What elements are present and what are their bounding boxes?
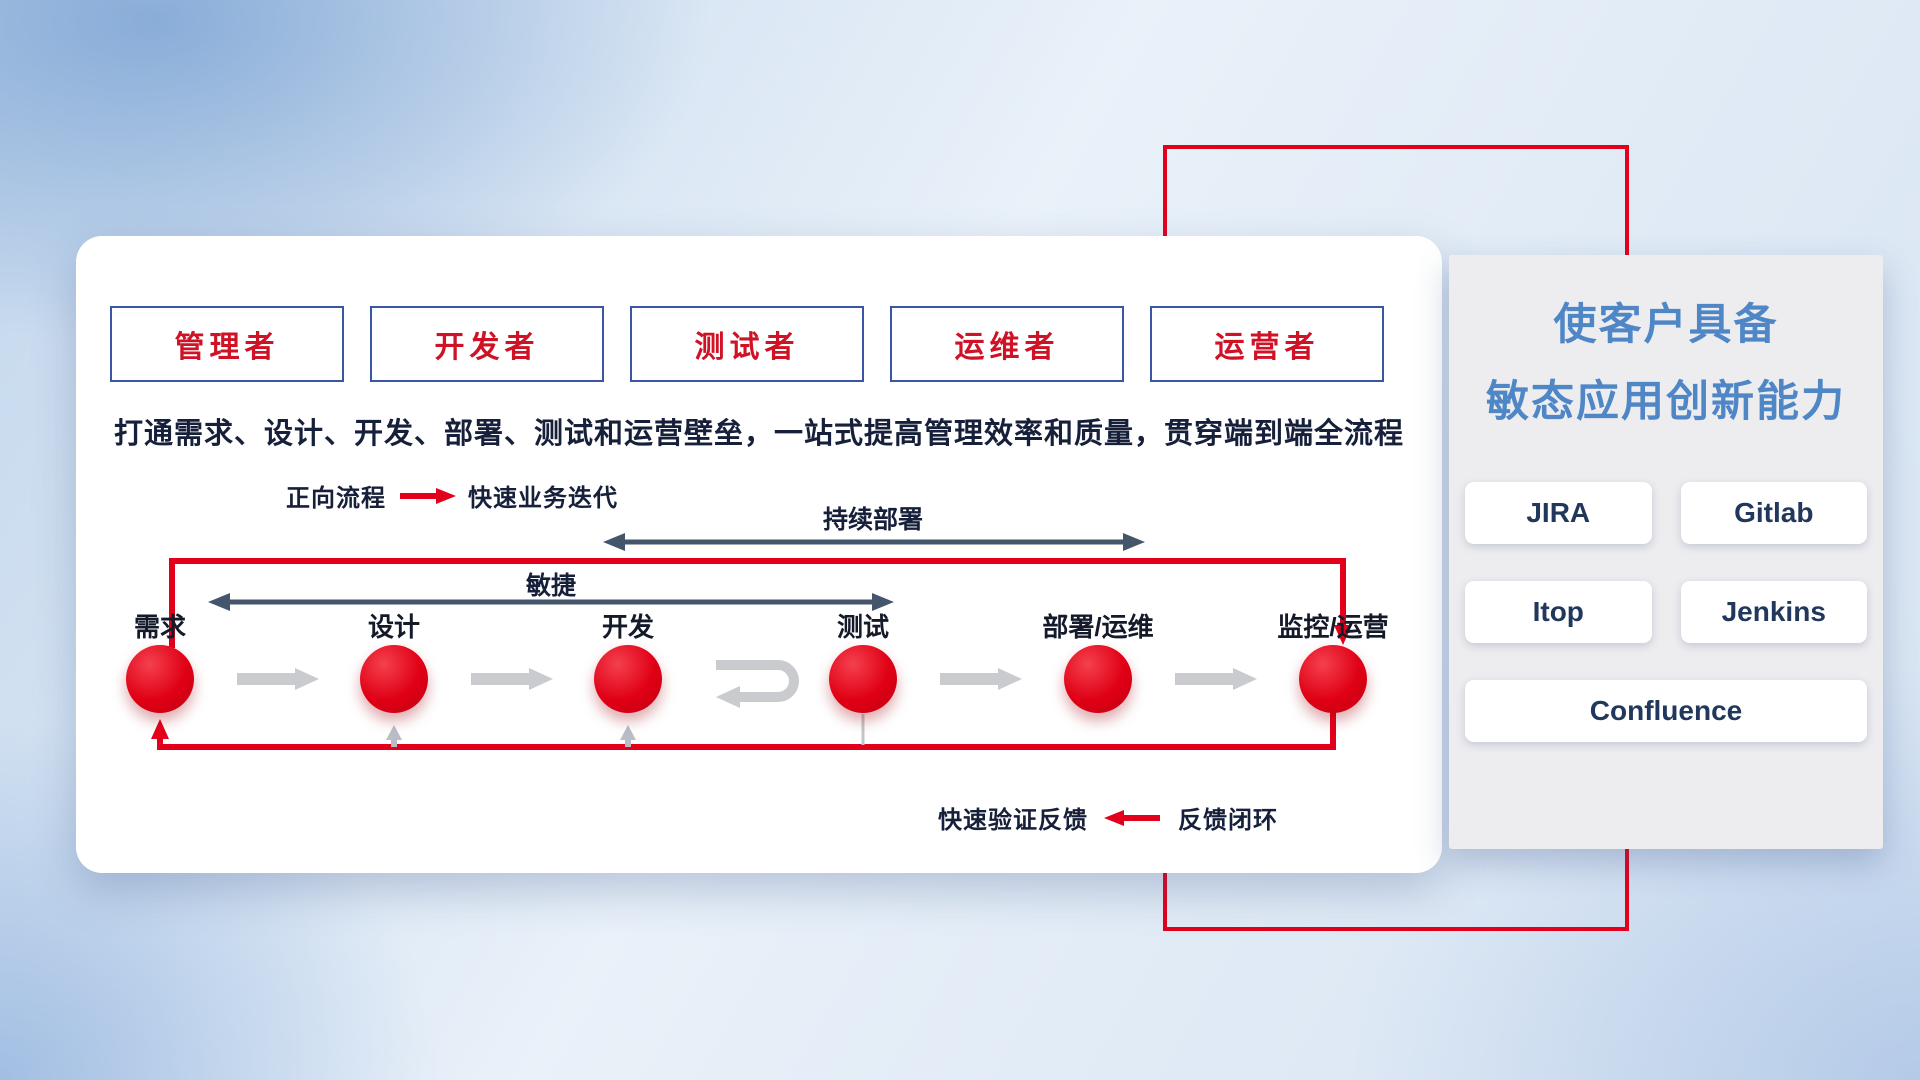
flow-diagram-lines <box>151 533 1352 750</box>
flow-step-label-develop: 开发 <box>601 612 654 642</box>
feedback-loop-line <box>151 712 1336 750</box>
role-label: 运营者 <box>1214 331 1320 364</box>
role-box-tester: 测试者 <box>630 306 864 382</box>
role-box-manager: 管理者 <box>110 306 344 382</box>
feedback-arrow-icon <box>1104 809 1160 826</box>
feedback-up-arrows <box>386 714 865 747</box>
feedback-legend-value: 快速验证反馈 <box>938 807 1088 834</box>
tool-chip-jenkins: Jenkins <box>1680 581 1867 643</box>
agile-label: 敏捷 <box>525 572 576 600</box>
roles-row: 管理者 开发者 测试者 运维者 运营者 <box>110 306 1384 382</box>
flow-step-label-test: 测试 <box>836 612 889 642</box>
tool-chip-confluence: Confluence <box>1465 680 1867 742</box>
flow-step-label-requirement: 需求 <box>133 612 186 642</box>
feedback-legend-label: 反馈闭环 <box>1178 807 1278 834</box>
role-label: 测试者 <box>694 331 800 364</box>
role-box-ops: 运维者 <box>890 306 1124 382</box>
panel-title-line2: 敏态应用创新能力 <box>1486 377 1846 426</box>
iteration-loop-arrow <box>716 660 799 708</box>
workflow-card: 管理者 开发者 测试者 运维者 运营者 打通需求、设计、开发、部署、测试和运营壁… <box>76 236 1442 873</box>
tools-grid: JIRA Gitlab Itop Jenkins Confluence <box>1465 482 1867 742</box>
flow-step-node-deploy-ops <box>1064 645 1132 713</box>
continuous-deploy-double-arrow <box>603 533 1145 551</box>
flow-step-node-test <box>829 645 897 713</box>
flow-step-node-monitor-ops <box>1299 645 1367 713</box>
panel-title: 使客户具备 敏态应用创新能力 <box>1449 255 1883 440</box>
tool-chip-jira: JIRA <box>1465 482 1652 544</box>
role-box-developer: 开发者 <box>370 306 604 382</box>
flow-step-label-monitor-ops: 监控/运营 <box>1277 612 1389 642</box>
forward-flow-legend: 正向流程 快速业务迭代 <box>286 478 618 513</box>
flow-step-label-deploy-ops: 部署/运维 <box>1042 612 1154 642</box>
continuous-deploy-label: 持续部署 <box>822 506 923 534</box>
flow-step-node-requirement <box>126 645 194 713</box>
description-text: 打通需求、设计、开发、部署、测试和运营壁垒，一站式提高管理效率和质量，贯穿端到端… <box>113 418 1404 450</box>
agile-double-arrow <box>208 593 894 611</box>
flow-step-node-develop <box>594 645 662 713</box>
forward-arrow-icon <box>400 487 456 504</box>
role-label: 管理者 <box>174 331 280 364</box>
flow-step-node-design <box>360 645 428 713</box>
flow-step-label-design: 设计 <box>367 612 420 642</box>
forward-loop-line <box>169 558 1352 648</box>
panel-title-line1: 使客户具备 <box>1553 301 1779 349</box>
role-box-business-ops: 运营者 <box>1150 306 1384 382</box>
forward-legend-value: 快速业务迭代 <box>468 485 618 512</box>
role-label: 开发者 <box>434 331 540 364</box>
tool-chip-gitlab: Gitlab <box>1680 482 1867 544</box>
capability-panel: 使客户具备 敏态应用创新能力 JIRA Gitlab Itop Jenkins … <box>1449 255 1883 849</box>
forward-legend-label: 正向流程 <box>286 485 386 512</box>
tool-chip-itop: Itop <box>1465 581 1652 643</box>
feedback-legend: 快速验证反馈 反馈闭环 <box>938 800 1278 835</box>
role-label: 运维者 <box>954 331 1060 364</box>
